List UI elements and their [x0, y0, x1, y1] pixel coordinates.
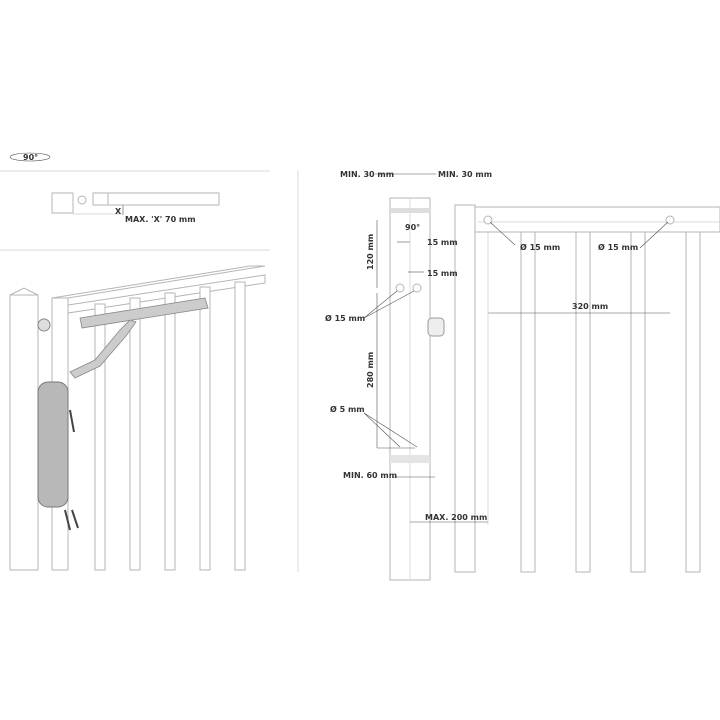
- closer-arm-rail: [79, 297, 209, 329]
- angle-90-label: 90°: [405, 223, 420, 232]
- hole-post-label: Ø 15 mm: [325, 313, 365, 323]
- gate-top-rail: [51, 265, 266, 299]
- gate-rail: [474, 206, 720, 233]
- dim-280-label: 280 mm: [366, 352, 375, 388]
- min-60-label: MIN. 60 mm: [343, 471, 397, 480]
- wall-bracket: [37, 318, 51, 332]
- gate-stile: [454, 204, 476, 573]
- closer-arm: [69, 319, 137, 379]
- rotation-label: 90°: [23, 153, 38, 162]
- hole-rail-left-label: Ø 15 mm: [520, 242, 560, 252]
- fence-post: [9, 294, 39, 571]
- dim-15-top-label: 15 mm: [427, 238, 458, 247]
- hole-small-label: Ø 5 mm: [330, 404, 365, 414]
- min-30-right-label: MIN. 30 mm: [438, 170, 492, 179]
- dim-320-label: 320 mm: [572, 302, 608, 311]
- gate-perspective: [9, 265, 266, 571]
- min-30-left-label: MIN. 30 mm: [340, 170, 394, 179]
- dim-120-label: 120 mm: [366, 234, 375, 270]
- dim-15-mid-label: 15 mm: [427, 269, 458, 278]
- right-elevation: MIN. 30 mm MIN. 30 mm 90° 15 mm 15 mm 12…: [325, 170, 720, 581]
- x-marker: X: [115, 207, 122, 216]
- gate-pickets-right: [520, 231, 701, 573]
- rotation-indicator: 90°: [9, 152, 51, 162]
- closer-body: [37, 381, 69, 508]
- gate-pickets: [94, 281, 246, 571]
- top-view-detail: X MAX. 'X' 70 mm: [51, 192, 220, 224]
- hinge: [427, 317, 445, 337]
- hole-rail-right-label: Ø 15 mm: [598, 242, 638, 252]
- max-200-label: MAX. 200 mm: [425, 513, 487, 522]
- max-x-label: MAX. 'X' 70 mm: [125, 215, 196, 224]
